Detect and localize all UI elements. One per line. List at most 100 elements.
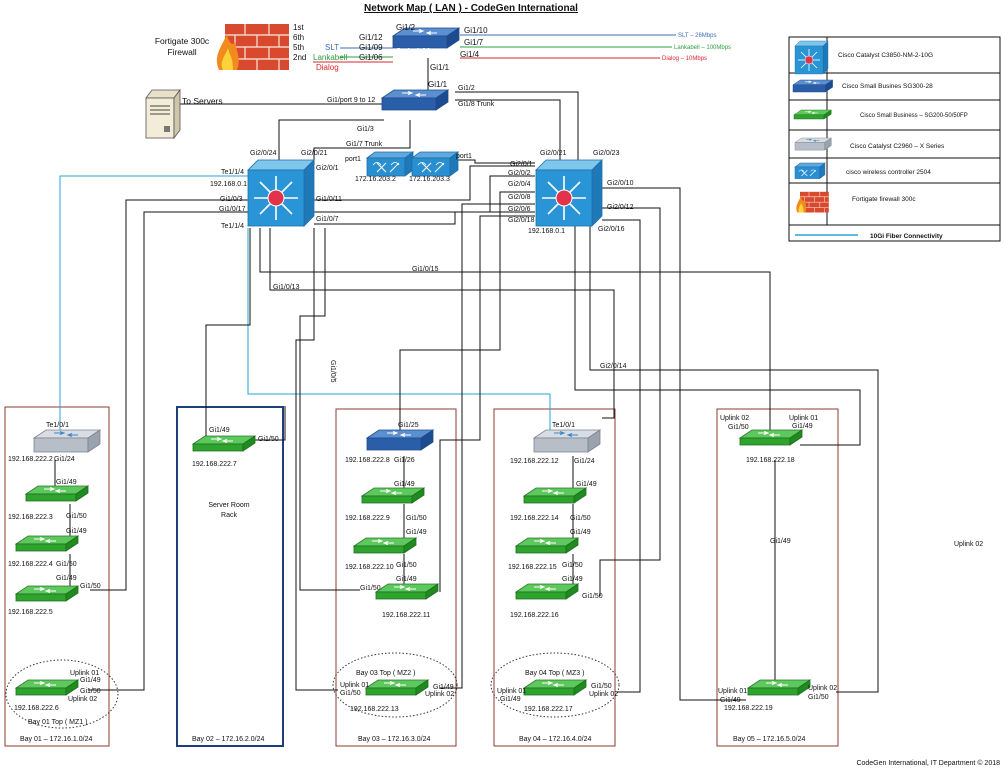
server-icon[interactable] xyxy=(145,89,181,139)
bay04-switch2-icon[interactable] xyxy=(523,487,587,504)
bay04-switch4-icon[interactable] xyxy=(515,583,579,600)
sw01-port-gi11a: Gi1/1 xyxy=(430,63,450,72)
servers-port: Gi1/port 9 to 12 xyxy=(327,97,375,104)
bay05-box xyxy=(716,408,839,747)
bay03-s3-ip: 192.168.222.10 xyxy=(345,564,394,571)
core1-gi2021: Gi2/0/21 xyxy=(301,150,328,157)
bay01-top-label: Bay 01 Top ( MZ1 ) xyxy=(28,719,87,726)
bay01-top-switch-icon[interactable] xyxy=(15,679,79,696)
bay02-label: Bay 02 – 172.16.2.0/24 xyxy=(192,736,264,743)
bay01-switch1-icon[interactable] xyxy=(33,429,101,453)
bay03-top-u2: Uplink 02 xyxy=(425,691,454,698)
legend-wlc-icon xyxy=(794,162,826,179)
bay03-switch4-icon[interactable] xyxy=(375,583,439,600)
bay01-top-u1: Uplink 01 xyxy=(70,670,99,677)
bay03-s4-ip: 192.168.222.11 xyxy=(382,612,430,619)
sw01-port-gi109: Gi1/09 xyxy=(359,43,383,52)
core2-gi2016: Gi2/0/16 xyxy=(598,226,625,233)
bay04-s3-p2: Gi1/50 xyxy=(562,562,583,569)
sw01-port-gi110: Gi1/10 xyxy=(464,26,488,35)
bay01-s2-p2: Gi1/50 xyxy=(66,513,87,520)
core2-gi2010: Gi2/0/10 xyxy=(607,180,634,187)
firewall-label-line1: Fortigate 300c xyxy=(155,36,210,46)
bay05-switch1-icon[interactable] xyxy=(739,429,803,446)
bay04-top-u2: Uplink 02 xyxy=(589,691,618,698)
bay03-switch1-icon[interactable] xyxy=(366,429,434,451)
legend-item-1: Cisco Small Busines SG300-28 xyxy=(842,83,933,90)
switch02-name: Switch02 xyxy=(386,111,421,120)
switch01-name: Switch01 xyxy=(396,47,431,56)
wiring xyxy=(54,58,879,701)
bay03-box xyxy=(335,408,457,747)
bay02-box xyxy=(176,406,284,747)
bay01-top-u2: Uplink 02 xyxy=(68,696,97,703)
core1-gi2024: Gi2/0/24 xyxy=(250,150,277,157)
bay04-s1-port: Gi1/24 xyxy=(574,458,595,465)
bay01-s2-p1: Gi1/49 xyxy=(56,479,77,486)
bay04-s3-ip: 192.168.222.15 xyxy=(508,564,557,571)
bay03-s2-p2: Gi1/50 xyxy=(406,515,427,522)
bay05-s2-u2: Uplink 02 xyxy=(808,685,837,692)
core1-gi105: Gi1/0/5 xyxy=(329,360,336,383)
bay03-switch3-icon[interactable] xyxy=(353,537,417,554)
bay05-s2-ip: 192.168.222.19 xyxy=(724,705,773,712)
bay04-label: Bay 04 – 172.16.4.0/24 xyxy=(519,736,591,743)
bay02-switch-icon[interactable] xyxy=(192,435,256,452)
bay05-s2-u1: Uplink 01 xyxy=(718,688,747,695)
bay01-box xyxy=(4,406,110,747)
isp-slt-speed: SLT – 26Mbps xyxy=(678,33,716,39)
legend-item-0: Cisco Catalyst C3850-NM-2-10G xyxy=(838,52,933,59)
bay03-top-switch-icon[interactable] xyxy=(365,679,429,696)
bay02-s-p1: Gi1/49 xyxy=(209,427,230,434)
bay01-s3-p1: Gi1/49 xyxy=(66,528,87,535)
isp-lankabell-speed: Lankabell – 100Mbps xyxy=(674,45,731,51)
core1-gi1015: Gi1/0/15 xyxy=(412,266,439,273)
bay02-room-line2: Rack xyxy=(221,512,237,519)
bay01-s1-port: Gi1/24 xyxy=(54,456,75,463)
wlc-2-icon[interactable] xyxy=(411,151,459,177)
core1-te1142: Te1/1/4 xyxy=(221,223,244,230)
core2-gi2021: Gi2/0/21 xyxy=(540,150,567,157)
bay04-switch1-icon[interactable] xyxy=(533,429,601,453)
core2-gi201: Gi2/0/1 xyxy=(510,161,533,168)
isp-lankabell: Lankabell xyxy=(313,53,347,62)
fw-port-1st: 1st xyxy=(293,23,304,32)
bay05-s1-u2: Uplink 02 xyxy=(720,415,749,422)
bay03-s4-p1: Gi1/50 xyxy=(360,585,381,592)
sw01-port-gi14: Gi1/4 xyxy=(460,50,480,59)
sw01-port-gi17: Gi1/7 xyxy=(464,38,484,47)
bay03-top-label: Bay 03 Top ( MZ2 ) xyxy=(356,670,415,677)
bay01-te: Te1/0/1 xyxy=(46,422,69,429)
wlc-1-icon[interactable] xyxy=(366,151,414,177)
core-switch-1-icon[interactable] xyxy=(247,159,315,227)
isp-slt: SLT xyxy=(325,43,339,52)
core-switch-2-icon[interactable] xyxy=(535,159,603,227)
bay01-top-ip: 192.168.222.6 xyxy=(14,705,59,712)
bay03-s2-ip: 192.168.222.9 xyxy=(345,515,390,522)
legend-firewall-icon xyxy=(796,191,830,213)
bay04-top-p1: Gi1/49 xyxy=(500,696,521,703)
bay01-switch3-icon[interactable] xyxy=(15,535,79,552)
sw02-port-gi18: Gi1/8 Trunk xyxy=(458,101,495,108)
core1-te114: Te1/1/4 xyxy=(221,169,244,176)
bay04-box xyxy=(493,408,616,747)
bay03-s1-p2: Gi1/26 xyxy=(394,457,415,464)
sw02-port-gi12: Gi1/2 xyxy=(458,85,475,92)
bay05-s1-p2: Gi1/49 xyxy=(792,423,813,430)
wlc-ip-1: 172.16.203.2 xyxy=(355,176,396,183)
firewall-icon[interactable] xyxy=(216,23,290,71)
bay05-s1-p1: Gi1/50 xyxy=(728,424,749,431)
fw-port-2nd: 2nd xyxy=(293,53,306,62)
bay01-switch4-icon[interactable] xyxy=(15,585,79,602)
bay05-switch2-icon[interactable] xyxy=(747,679,811,696)
bay04-switch3-icon[interactable] xyxy=(515,537,579,554)
bay01-s1-ip: 192.168.222.2 xyxy=(8,456,53,463)
switch02-icon[interactable] xyxy=(381,89,449,111)
bay03-switch2-icon[interactable] xyxy=(361,487,425,504)
legend-item-4: cisco wireless controller 2504 xyxy=(846,169,931,176)
bay01-switch2-icon[interactable] xyxy=(25,485,89,502)
bay04-top-switch-icon[interactable] xyxy=(523,679,587,696)
legend-sg300-icon xyxy=(792,79,833,93)
bay04-top-p2: Gi1/50 xyxy=(591,683,612,690)
core1-gi103: Gi1/0/3 xyxy=(220,196,243,203)
